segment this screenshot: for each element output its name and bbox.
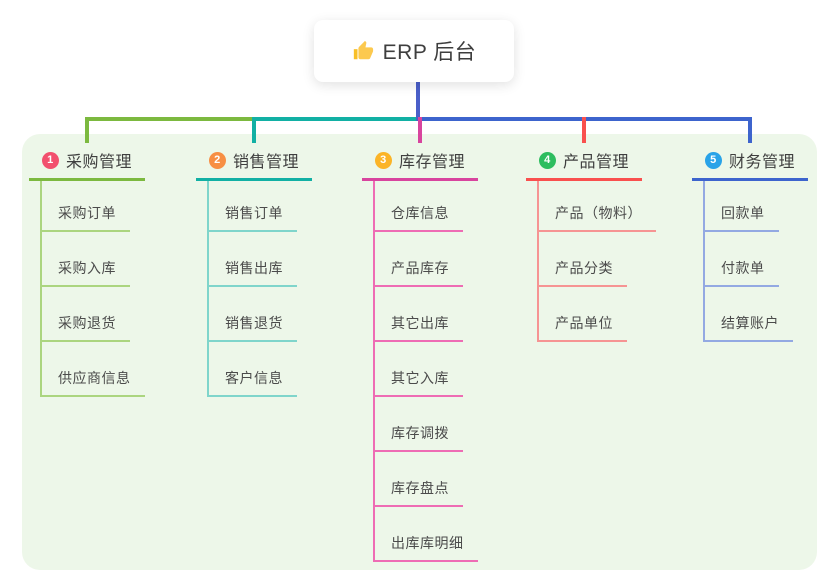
- child-node[interactable]: 仓库信息: [375, 181, 463, 232]
- drop-line-branch-3: [418, 117, 422, 143]
- branch-1: 1 采购管理采购订单采购入库采购退货供应商信息: [29, 148, 145, 397]
- child-node[interactable]: 结算账户: [705, 287, 793, 342]
- priority-badge-icon: 3: [374, 151, 392, 169]
- child-node[interactable]: 产品库存: [375, 232, 463, 287]
- branch-children: 仓库信息产品库存其它出库其它入库库存调拨库存盘点出库库明细: [373, 181, 478, 562]
- priority-badge-icon: 1: [41, 151, 59, 169]
- branch-label: 采购管理: [65, 154, 132, 171]
- child-node[interactable]: 产品分类: [539, 232, 627, 287]
- priority-badge-icon: 5: [704, 151, 722, 169]
- branch-4: 4 产品管理产品（物料）产品分类产品单位: [526, 148, 656, 342]
- child-node[interactable]: 其它入库: [375, 342, 463, 397]
- branch-label: 产品管理: [562, 154, 629, 171]
- branch-children: 产品（物料）产品分类产品单位: [537, 181, 656, 342]
- child-node[interactable]: 供应商信息: [42, 342, 145, 397]
- trunk-line: [416, 82, 420, 121]
- child-node[interactable]: 其它出库: [375, 287, 463, 342]
- child-node[interactable]: 出库库明细: [375, 507, 478, 562]
- thumbs-up-icon: [352, 40, 374, 62]
- child-node[interactable]: 采购退货: [42, 287, 130, 342]
- branch-3: 3 库存管理仓库信息产品库存其它出库其它入库库存调拨库存盘点出库库明细: [362, 148, 478, 562]
- branch-label: 库存管理: [398, 154, 465, 171]
- child-node[interactable]: 采购订单: [42, 181, 130, 232]
- drop-line-branch-2: [252, 117, 256, 143]
- branch-2: 2 销售管理销售订单销售出库销售退货客户信息: [196, 148, 312, 397]
- mindmap-canvas-panel: [22, 134, 817, 570]
- child-node[interactable]: 销售订单: [209, 181, 297, 232]
- branch-children: 采购订单采购入库采购退货供应商信息: [40, 181, 145, 397]
- branch-children: 回款单付款单结算账户: [703, 181, 793, 342]
- child-node[interactable]: 销售出库: [209, 232, 297, 287]
- branch-5: 5 财务管理回款单付款单结算账户: [692, 148, 808, 342]
- child-node[interactable]: 产品单位: [539, 287, 627, 342]
- branch-children: 销售订单销售出库销售退货客户信息: [207, 181, 297, 397]
- child-node[interactable]: 采购入库: [42, 232, 130, 287]
- branch-label: 财务管理: [728, 154, 795, 171]
- branch-label: 销售管理: [232, 154, 299, 171]
- child-node[interactable]: 销售退货: [209, 287, 297, 342]
- child-node[interactable]: 库存盘点: [375, 452, 463, 507]
- branch-node-title-1[interactable]: 1 采购管理: [29, 148, 145, 181]
- root-node-label: ERP 后台: [382, 41, 477, 64]
- child-node[interactable]: 付款单: [705, 232, 779, 287]
- branch-node-title-2[interactable]: 2 销售管理: [196, 148, 312, 181]
- branch-node-title-4[interactable]: 4 产品管理: [526, 148, 642, 181]
- priority-badge-icon: 2: [208, 151, 226, 169]
- drop-line-branch-4: [582, 117, 586, 143]
- branch-node-title-3[interactable]: 3 库存管理: [362, 148, 478, 181]
- bus-segment-teal: [252, 117, 418, 121]
- branch-node-title-5[interactable]: 5 财务管理: [692, 148, 808, 181]
- child-node[interactable]: 客户信息: [209, 342, 297, 397]
- bus-segment-green: [85, 117, 254, 121]
- child-node[interactable]: 产品（物料）: [539, 181, 656, 232]
- child-node[interactable]: 回款单: [705, 181, 779, 232]
- root-node-erp[interactable]: ERP 后台: [314, 20, 514, 82]
- drop-line-branch-5: [748, 117, 752, 143]
- priority-badge-icon: 4: [538, 151, 556, 169]
- drop-line-branch-1: [85, 117, 89, 143]
- child-node[interactable]: 库存调拨: [375, 397, 463, 452]
